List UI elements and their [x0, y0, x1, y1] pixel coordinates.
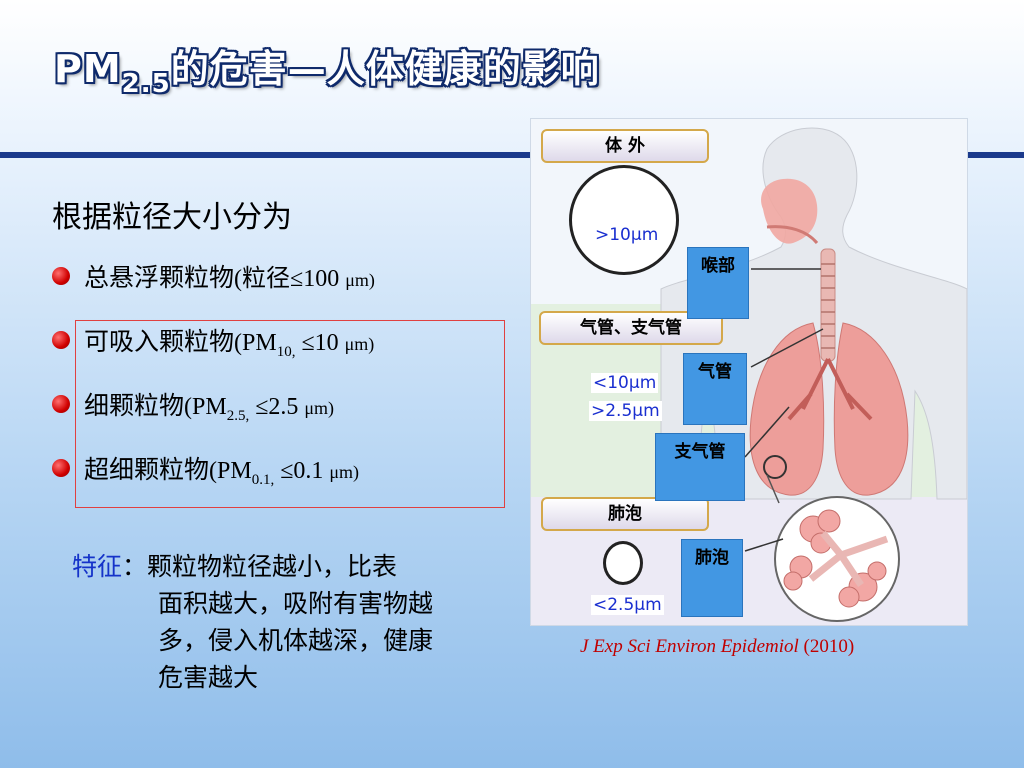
bullet-range: (粒径≤100 μm)	[234, 266, 375, 292]
bullet-dot-icon	[52, 267, 70, 285]
tag-bronchus: 支气管	[655, 433, 745, 501]
bullet-label: 超细颗粒物	[84, 455, 210, 484]
bullet-dot-icon	[52, 395, 70, 413]
bullet-dot-icon	[52, 331, 70, 349]
size-label-lt2-5: <2.5μm	[591, 595, 664, 615]
bullet-range: (PM2.5, ≤2.5 μm)	[184, 394, 335, 424]
list-item: 超细颗粒物(PM0.1, ≤0.1 μm)	[52, 450, 375, 514]
bullet-range: (PM0.1, ≤0.1 μm)	[209, 458, 360, 488]
particle-large	[569, 165, 679, 275]
tag-throat: 喉部	[687, 247, 749, 319]
zone-label-outside: 体 外	[541, 129, 709, 163]
zone-label-alveoli: 肺泡	[541, 497, 709, 531]
list-item: 细颗粒物(PM2.5, ≤2.5 μm)	[52, 386, 375, 450]
particle-class-list: 总悬浮颗粒物(粒径≤100 μm) 可吸入颗粒物(PM10, ≤10 μm) 细…	[52, 258, 375, 514]
highlight-box	[75, 320, 505, 508]
size-label-gt10: >10μm	[593, 225, 661, 245]
tag-alveolus: 肺泡	[681, 539, 743, 617]
feature-label: 特征	[72, 552, 123, 581]
citation: J Exp Sci Environ Epidemiol (2010)	[580, 636, 855, 657]
respiratory-figure: 体 外 气管、支气管 肺泡 >10μm <10μm >2.5μm <2.5μm …	[530, 118, 968, 626]
title-divider	[0, 152, 1024, 158]
classification-heading: 根据粒径大小分为	[52, 200, 292, 235]
list-item: 可吸入颗粒物(PM10, ≤10 μm)	[52, 322, 375, 386]
bullet-label: 总悬浮颗粒物	[84, 263, 235, 292]
bullet-label: 细颗粒物	[84, 391, 185, 420]
title-prefix: PM	[54, 47, 122, 91]
particle-small	[603, 541, 643, 585]
tag-trachea: 气管	[683, 353, 747, 425]
title-suffix: 的危害—人体健康的影响	[170, 47, 600, 91]
slide-title: PM2.5的危害—人体健康的影响	[54, 38, 600, 99]
title-subscript: 2.5	[121, 69, 171, 99]
size-label-gt2-5: >2.5μm	[589, 401, 662, 421]
size-label-lt10: <10μm	[591, 373, 659, 393]
bullet-label: 可吸入颗粒物	[84, 327, 235, 356]
list-item: 总悬浮颗粒物(粒径≤100 μm)	[52, 258, 375, 322]
bullet-range: (PM10, ≤10 μm)	[234, 330, 375, 360]
feature-paragraph: 特征：颗粒物粒径越小，比表 面积越大，吸附有害物越 多，侵入机体越深，健康 危害…	[72, 552, 434, 692]
bullet-dot-icon	[52, 459, 70, 477]
